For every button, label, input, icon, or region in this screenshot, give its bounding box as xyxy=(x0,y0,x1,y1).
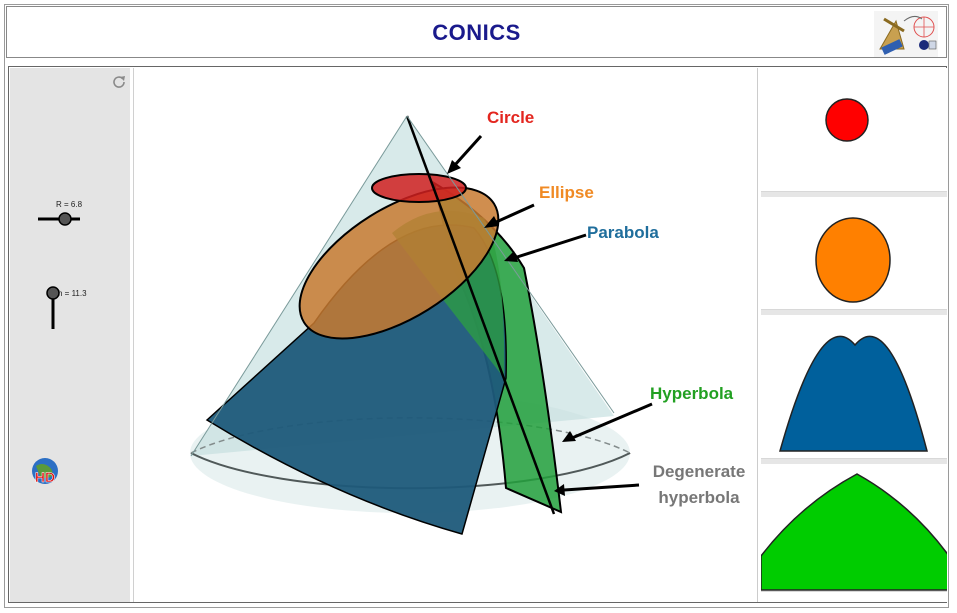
refresh-icon[interactable] xyxy=(110,73,128,91)
label-circle: Circle xyxy=(487,108,535,127)
slider-h[interactable] xyxy=(45,285,61,333)
cone-edge-left xyxy=(190,115,408,457)
arrow-circle xyxy=(452,134,483,168)
view-separator xyxy=(761,192,947,197)
circle-preview[interactable] xyxy=(761,68,947,192)
ellipse-preview[interactable] xyxy=(761,197,947,310)
slider-r[interactable] xyxy=(34,211,84,227)
cone-diagram xyxy=(190,115,653,535)
header: CONICS xyxy=(6,6,947,58)
graphics-3d-view[interactable]: Circle Ellipse Parabola Hyperbola Degene… xyxy=(133,68,753,602)
label-parabola: Parabola xyxy=(587,223,659,242)
view-separator xyxy=(761,459,947,464)
label-hyperbola: Hyperbola xyxy=(650,384,734,403)
slider-r-label: R = 6.8 xyxy=(56,200,83,209)
cone-edge-right xyxy=(406,115,615,414)
parabola-preview[interactable] xyxy=(761,315,947,459)
degenerate-line xyxy=(405,115,556,515)
geometry-tools-logo-icon xyxy=(874,11,938,57)
hyperbola-preview[interactable] xyxy=(761,464,947,592)
algebra-panel: R = 6.8 h = 11.3 HD xyxy=(10,68,130,602)
page-title: CONICS xyxy=(432,20,521,45)
svg-text:HD: HD xyxy=(35,469,55,485)
label-degenerate-hyperbola: Degenerate hyperbola xyxy=(639,459,759,511)
arrow-degenerate xyxy=(563,483,640,492)
arrow-hyperbola xyxy=(571,402,653,440)
geogebra-applet: R = 6.8 h = 11.3 HD xyxy=(8,66,947,603)
label-degenerate-line1: Degenerate xyxy=(652,462,746,481)
hd-globe-icon[interactable]: HD xyxy=(28,456,62,490)
label-ellipse: Ellipse xyxy=(539,183,594,202)
arrow-parabola xyxy=(513,233,587,260)
label-degenerate-line2: hyperbola xyxy=(658,488,740,507)
view-separator xyxy=(761,310,947,315)
slider-h-label: h = 11.3 xyxy=(58,289,87,298)
circle-section xyxy=(371,173,467,203)
arrow-ellipse xyxy=(493,203,535,225)
conic-preview-panel xyxy=(757,68,947,602)
